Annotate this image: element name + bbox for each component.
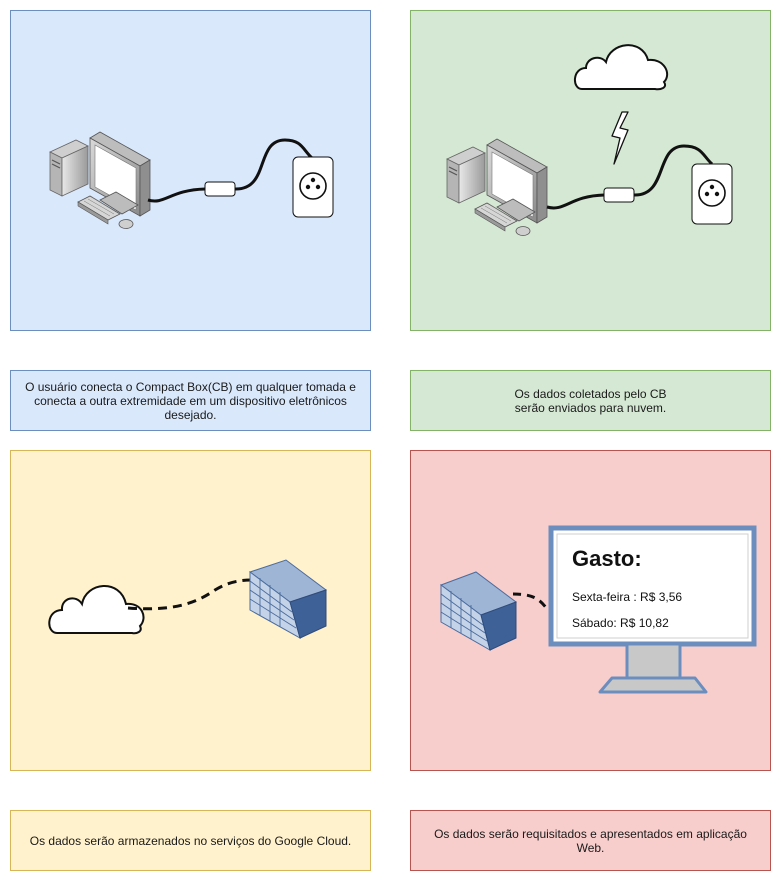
desktop-computer-icon: [446, 138, 548, 236]
caption-step-3: Os dados serão armazenados no serviços d…: [10, 810, 371, 871]
connection-line: [512, 592, 550, 611]
power-outlet-icon: [292, 156, 334, 218]
cloud-icon: [48, 585, 145, 635]
cloud-icon: [574, 44, 669, 91]
cable: [546, 193, 605, 210]
lightning-icon: [611, 111, 629, 165]
caption-step-2-line-2: serão enviados para nuvem.: [514, 400, 667, 415]
caption-step-1-text: O usuário conecta o Compact Box(CB) em q…: [25, 379, 356, 422]
spending-friday: Sexta-feira : R$ 3,56: [572, 590, 683, 604]
spending-title: Gasto:: [572, 546, 642, 571]
caption-step-1: O usuário conecta o Compact Box(CB) em q…: [10, 370, 371, 431]
server-icon: [439, 571, 518, 652]
compact-box-icon: [603, 187, 635, 203]
spending-saturday: Sábado: R$ 10,82: [572, 616, 669, 630]
caption-step-4: Os dados serão requisitados e apresentad…: [410, 810, 771, 871]
caption-step-2: Os dados coletados pelo CB serão enviado…: [410, 370, 771, 431]
server-icon: [248, 559, 328, 640]
connection-line: [127, 578, 253, 611]
caption-step-4-text: Os dados serão requisitados e apresentad…: [434, 826, 747, 855]
cable: [633, 144, 714, 197]
caption-step-2-line-1: Os dados coletados pelo CB: [514, 386, 667, 401]
cable: [234, 138, 314, 191]
power-outlet-icon: [691, 163, 733, 225]
desktop-computer-icon: [49, 131, 151, 229]
caption-step-3-text: Os dados serão armazenados no serviços d…: [29, 833, 352, 848]
compact-box-icon: [204, 181, 236, 197]
monitor-icon: [548, 525, 757, 694]
cable: [147, 187, 206, 203]
